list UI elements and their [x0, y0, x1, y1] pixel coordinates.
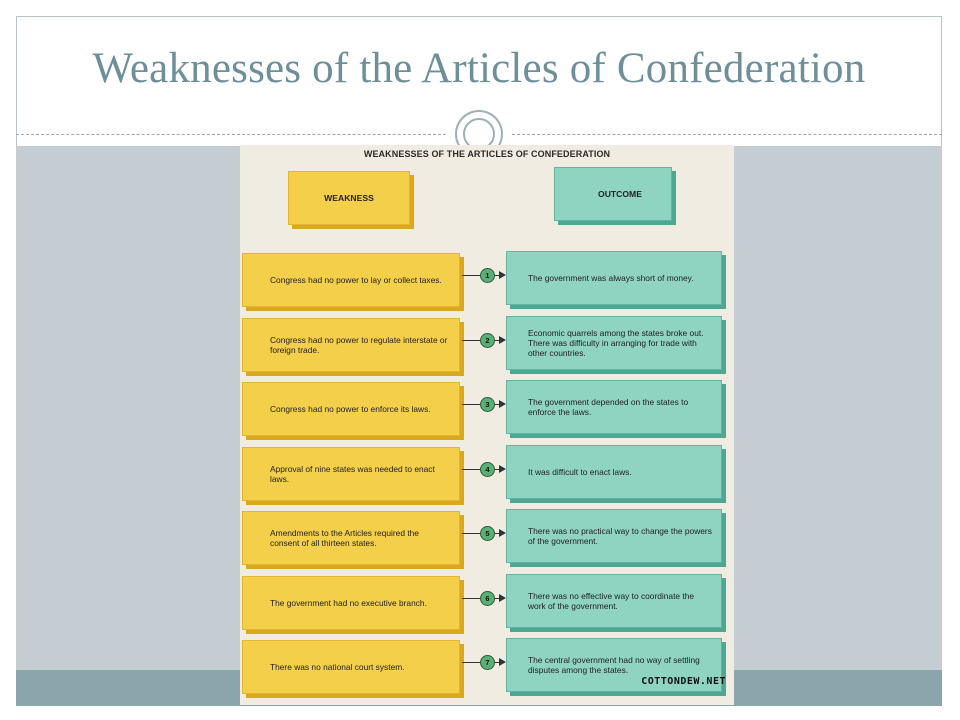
outcome-text: The central government had no way of set…: [528, 655, 700, 675]
weakness-text: Congress had no power to enforce its law…: [270, 404, 431, 414]
weakness-text: There was no national court system.: [270, 662, 405, 672]
arrowhead-icon: [499, 400, 506, 408]
title-divider-right: [512, 134, 942, 135]
weakness-header-label: WEAKNESS: [324, 193, 374, 203]
outcome-text: The government depended on the states to…: [528, 397, 689, 417]
weakness-outcome-figure: WEAKNESSES OF THE ARTICLES OF CONFEDERAT…: [240, 145, 734, 705]
arrowhead-icon: [499, 271, 506, 279]
outcome-block: The government depended on the states to…: [506, 380, 722, 434]
outcome-block: There was no effective way to coordinate…: [506, 573, 722, 628]
row-number-badge: 1: [480, 268, 495, 283]
watermark: COTTONDEW.NET: [641, 676, 726, 687]
row-number-badge: 2: [480, 332, 495, 348]
weakness-block: Congress had no power to regulate inters…: [242, 317, 460, 372]
outcome-block: There was no practical way to change the…: [506, 509, 722, 563]
outcome-header-block: OUTCOME: [554, 167, 672, 221]
row-number-badge: 3: [480, 397, 495, 412]
row-number-badge: 5: [480, 526, 495, 541]
title-divider-left: [16, 134, 446, 135]
figure-heading: WEAKNESSES OF THE ARTICLES OF CONFEDERAT…: [363, 149, 611, 159]
weakness-block: Congress had no power to lay or collect …: [242, 253, 460, 307]
outcome-block: The central government had no way of set…: [506, 638, 722, 692]
outcome-text: The government was always short of money…: [528, 273, 694, 283]
outcome-block: It was difficult to enact laws.: [506, 444, 722, 499]
arrowhead-icon: [499, 529, 506, 537]
outcome-text: Economic quarrels among the states broke…: [528, 327, 704, 358]
outcome-block: The government was always short of money…: [506, 251, 722, 305]
weakness-text: Congress had no power to lay or collect …: [270, 275, 442, 285]
weakness-block: There was no national court system.: [242, 640, 460, 694]
arrowhead-icon: [499, 658, 506, 666]
outcome-text: There was no effective way to coordinate…: [528, 590, 695, 611]
outcome-header-label: OUTCOME: [598, 189, 642, 199]
weakness-header-block: WEAKNESS: [288, 171, 410, 225]
weakness-text: Approval of nine states was needed to en…: [270, 463, 435, 484]
outcome-text: It was difficult to enact laws.: [528, 466, 632, 477]
weakness-block: The government had no executive branch.: [242, 575, 460, 630]
row-number-badge: 7: [480, 655, 495, 670]
weakness-block: Congress had no power to enforce its law…: [242, 382, 460, 436]
row-number-badge: 6: [480, 590, 495, 606]
arrowhead-icon: [499, 593, 506, 602]
slide-title: Weaknesses of the Articles of Confederat…: [92, 45, 866, 92]
arrowhead-icon: [499, 464, 506, 473]
weakness-block: Amendments to the Articles required the …: [242, 511, 460, 565]
outcome-block: Economic quarrels among the states broke…: [506, 315, 722, 370]
arrowhead-icon: [499, 335, 506, 344]
row-number-badge: 4: [480, 461, 495, 477]
weakness-text: The government had no executive branch.: [270, 597, 427, 608]
weakness-block: Approval of nine states was needed to en…: [242, 446, 460, 501]
weakness-text: Congress had no power to regulate inters…: [270, 334, 448, 355]
weakness-text: Amendments to the Articles required the …: [270, 528, 419, 548]
outcome-text: There was no practical way to change the…: [528, 526, 712, 546]
